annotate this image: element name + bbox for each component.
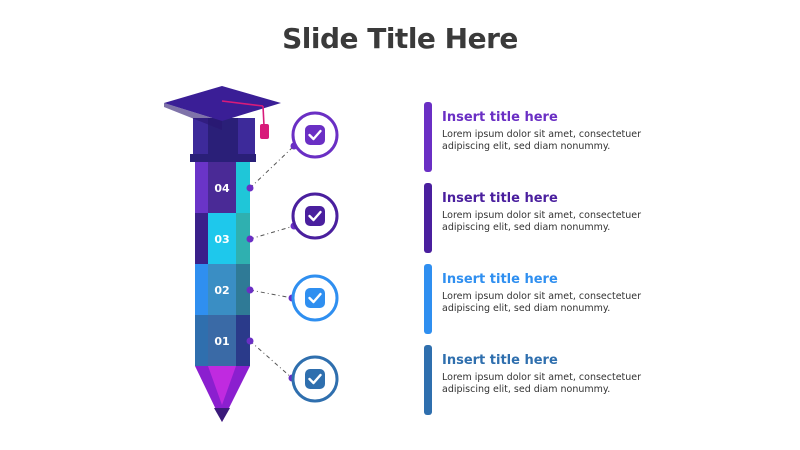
card-body: Lorem ipsum dolor sit amet, consectetuer…: [442, 210, 672, 234]
info-card-3: Insert title here Lorem ipsum dolor sit …: [424, 264, 724, 334]
check-icon-circle-2: [293, 194, 337, 238]
segment-label-03: 03: [214, 233, 229, 246]
card-title: Insert title here: [442, 353, 558, 368]
card-title: Insert title here: [442, 272, 558, 287]
segment-label-01: 01: [214, 335, 229, 348]
card-accent-bar: [424, 183, 432, 253]
card-body: Lorem ipsum dolor sit amet, consectetuer…: [442, 372, 672, 396]
card-body: Lorem ipsum dolor sit amet, consectetuer…: [442, 129, 672, 153]
card-title: Insert title here: [442, 110, 558, 125]
connector-lines: [250, 146, 294, 378]
graduation-cap-icon: [164, 86, 281, 162]
card-accent-bar: [424, 264, 432, 334]
check-icon-circle-4: [293, 357, 337, 401]
check-icon-circle-3: [293, 276, 337, 320]
card-accent-bar: [424, 345, 432, 415]
segment-label-02: 02: [214, 284, 229, 297]
info-card-4: Insert title here Lorem ipsum dolor sit …: [424, 345, 724, 415]
connector-dots: [247, 143, 298, 382]
info-card-1: Insert title here Lorem ipsum dolor sit …: [424, 102, 724, 172]
card-accent-bar: [424, 102, 432, 172]
check-icon-circle-1: [293, 113, 337, 157]
info-card-2: Insert title here Lorem ipsum dolor sit …: [424, 183, 724, 253]
card-title: Insert title here: [442, 191, 558, 206]
card-body: Lorem ipsum dolor sit amet, consectetuer…: [442, 291, 672, 315]
segment-label-04: 04: [214, 182, 230, 195]
